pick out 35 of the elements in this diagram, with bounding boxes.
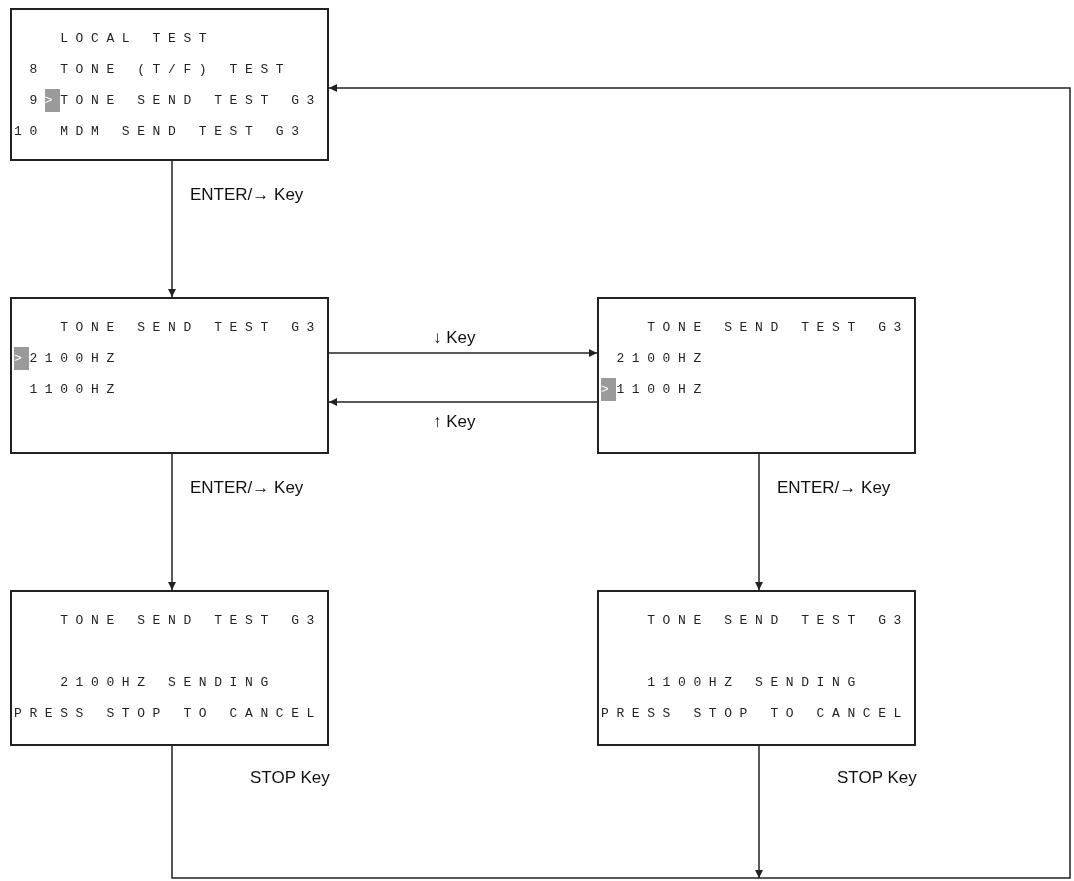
lcd-screen-box — [10, 8, 329, 161]
edge-label: STOP Key — [250, 768, 330, 788]
arrow — [755, 453, 763, 591]
lcd-text-line: 2100HZ — [616, 350, 709, 368]
lcd-screen-box — [597, 590, 916, 746]
arrow — [755, 745, 763, 879]
lcd-text-line: 2100HZ SENDING — [60, 674, 276, 692]
lcd-text-line: 1100HZ SENDING — [647, 674, 863, 692]
lcd-text-line: 10 MDM SEND TEST G3 — [14, 123, 307, 141]
arrow — [171, 84, 1071, 879]
lcd-text-line: LOCAL TEST — [60, 30, 215, 48]
edge-label: ↓ Key — [433, 328, 476, 348]
lcd-text-line: PRESS STOP TO CANCEL — [601, 705, 910, 723]
lcd-text-line: 9>TONE SEND TEST G3 — [29, 92, 323, 110]
edge-label: ↑ Key — [433, 412, 476, 432]
lcd-text-line: PRESS STOP TO CANCEL — [14, 705, 323, 723]
arrow — [328, 398, 598, 406]
lcd-text-line: >1100HZ — [601, 381, 709, 399]
arrow — [168, 160, 176, 298]
lcd-screen-box — [597, 297, 916, 454]
lcd-text-line: >2100HZ — [14, 350, 122, 368]
lcd-screen-box — [10, 297, 329, 454]
lcd-text-line: TONE SEND TEST G3 — [60, 612, 322, 630]
lcd-text-line: TONE SEND TEST G3 — [647, 612, 909, 630]
edge-label: STOP Key — [837, 768, 917, 788]
arrow — [168, 453, 176, 591]
edge-label: ENTER/→ Key — [777, 478, 891, 498]
lcd-text-line: 1100HZ — [29, 381, 122, 399]
edge-label: ENTER/→ Key — [190, 185, 304, 205]
edge-label: ENTER/→ Key — [190, 478, 304, 498]
arrow — [328, 349, 598, 357]
lcd-screen-box — [10, 590, 329, 746]
lcd-text-line: 8 TONE (T/F) TEST — [29, 61, 292, 79]
lcd-text-line: TONE SEND TEST G3 — [60, 319, 322, 337]
lcd-text-line: TONE SEND TEST G3 — [647, 319, 909, 337]
